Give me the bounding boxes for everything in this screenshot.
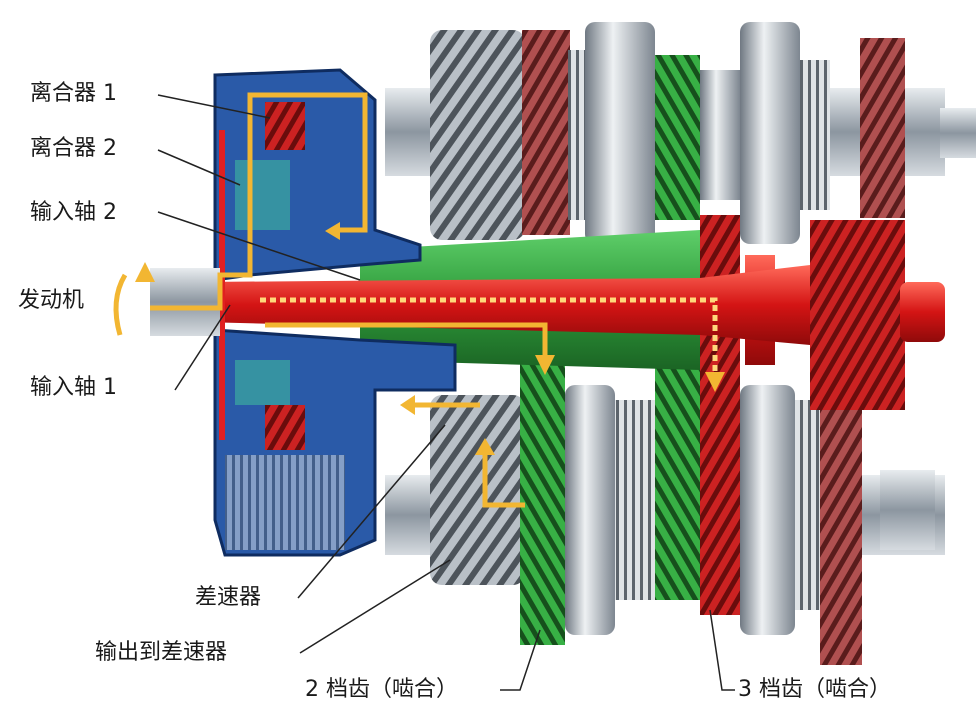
lower-synchronizer-2 — [740, 385, 795, 635]
label-input-shaft-2: 输入轴 2 — [30, 200, 117, 225]
engine-input — [150, 268, 220, 336]
upper-synchronizer — [585, 22, 655, 244]
clutch-2-plates — [235, 160, 290, 405]
gear-2 — [520, 340, 565, 645]
power-flow-arrows — [113, 92, 718, 508]
label-input-shaft-1: 输入轴 1 — [30, 375, 117, 400]
input-shaft-1-gear — [810, 220, 905, 410]
label-differential: 差速器 — [195, 585, 262, 610]
upper-gear-green — [655, 55, 700, 220]
label-output-to-differential: 输出到差速器 — [95, 640, 228, 665]
label-engine: 发动机 — [18, 288, 85, 313]
upper-gear-dark-red — [860, 38, 905, 218]
lower-synchronizer — [565, 385, 615, 635]
label-clutch-1: 离合器 1 — [30, 81, 117, 106]
label-gear-2-engaged: 2 档齿（啮合） — [305, 677, 458, 702]
clutch-1-plates — [265, 102, 305, 450]
upper-gear-red — [522, 30, 570, 235]
differential-gear — [430, 395, 525, 585]
leader-lines — [157, 94, 735, 691]
upper-drive-gear — [430, 30, 525, 240]
label-gear-3-engaged: 3 档齿（啮合） — [738, 677, 891, 702]
label-clutch-2: 离合器 2 — [30, 136, 117, 161]
upper-synchronizer-2 — [740, 22, 800, 244]
